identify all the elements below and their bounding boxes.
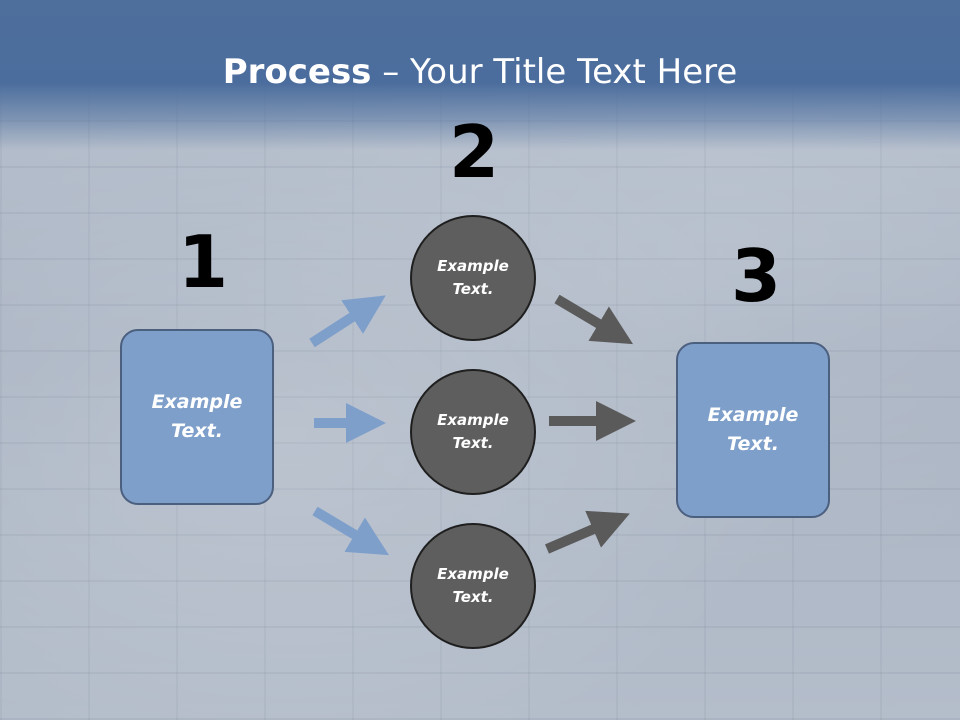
slide-title: Process – Your Title Text Here [0,52,960,92]
step-number-3: 3 [731,234,782,318]
arrow-to-top-circle [309,295,386,348]
step-number-2: 2 [449,110,500,194]
arrow-from-bottom-circle [545,510,630,554]
title-rest: – Your Title Text Here [371,52,738,92]
arrow-to-bottom-circle [312,506,390,556]
arrow-from-top-circle [554,294,634,345]
step-number-1: 1 [178,220,229,304]
title-banner [0,0,960,150]
title-bold: Process [222,52,372,92]
